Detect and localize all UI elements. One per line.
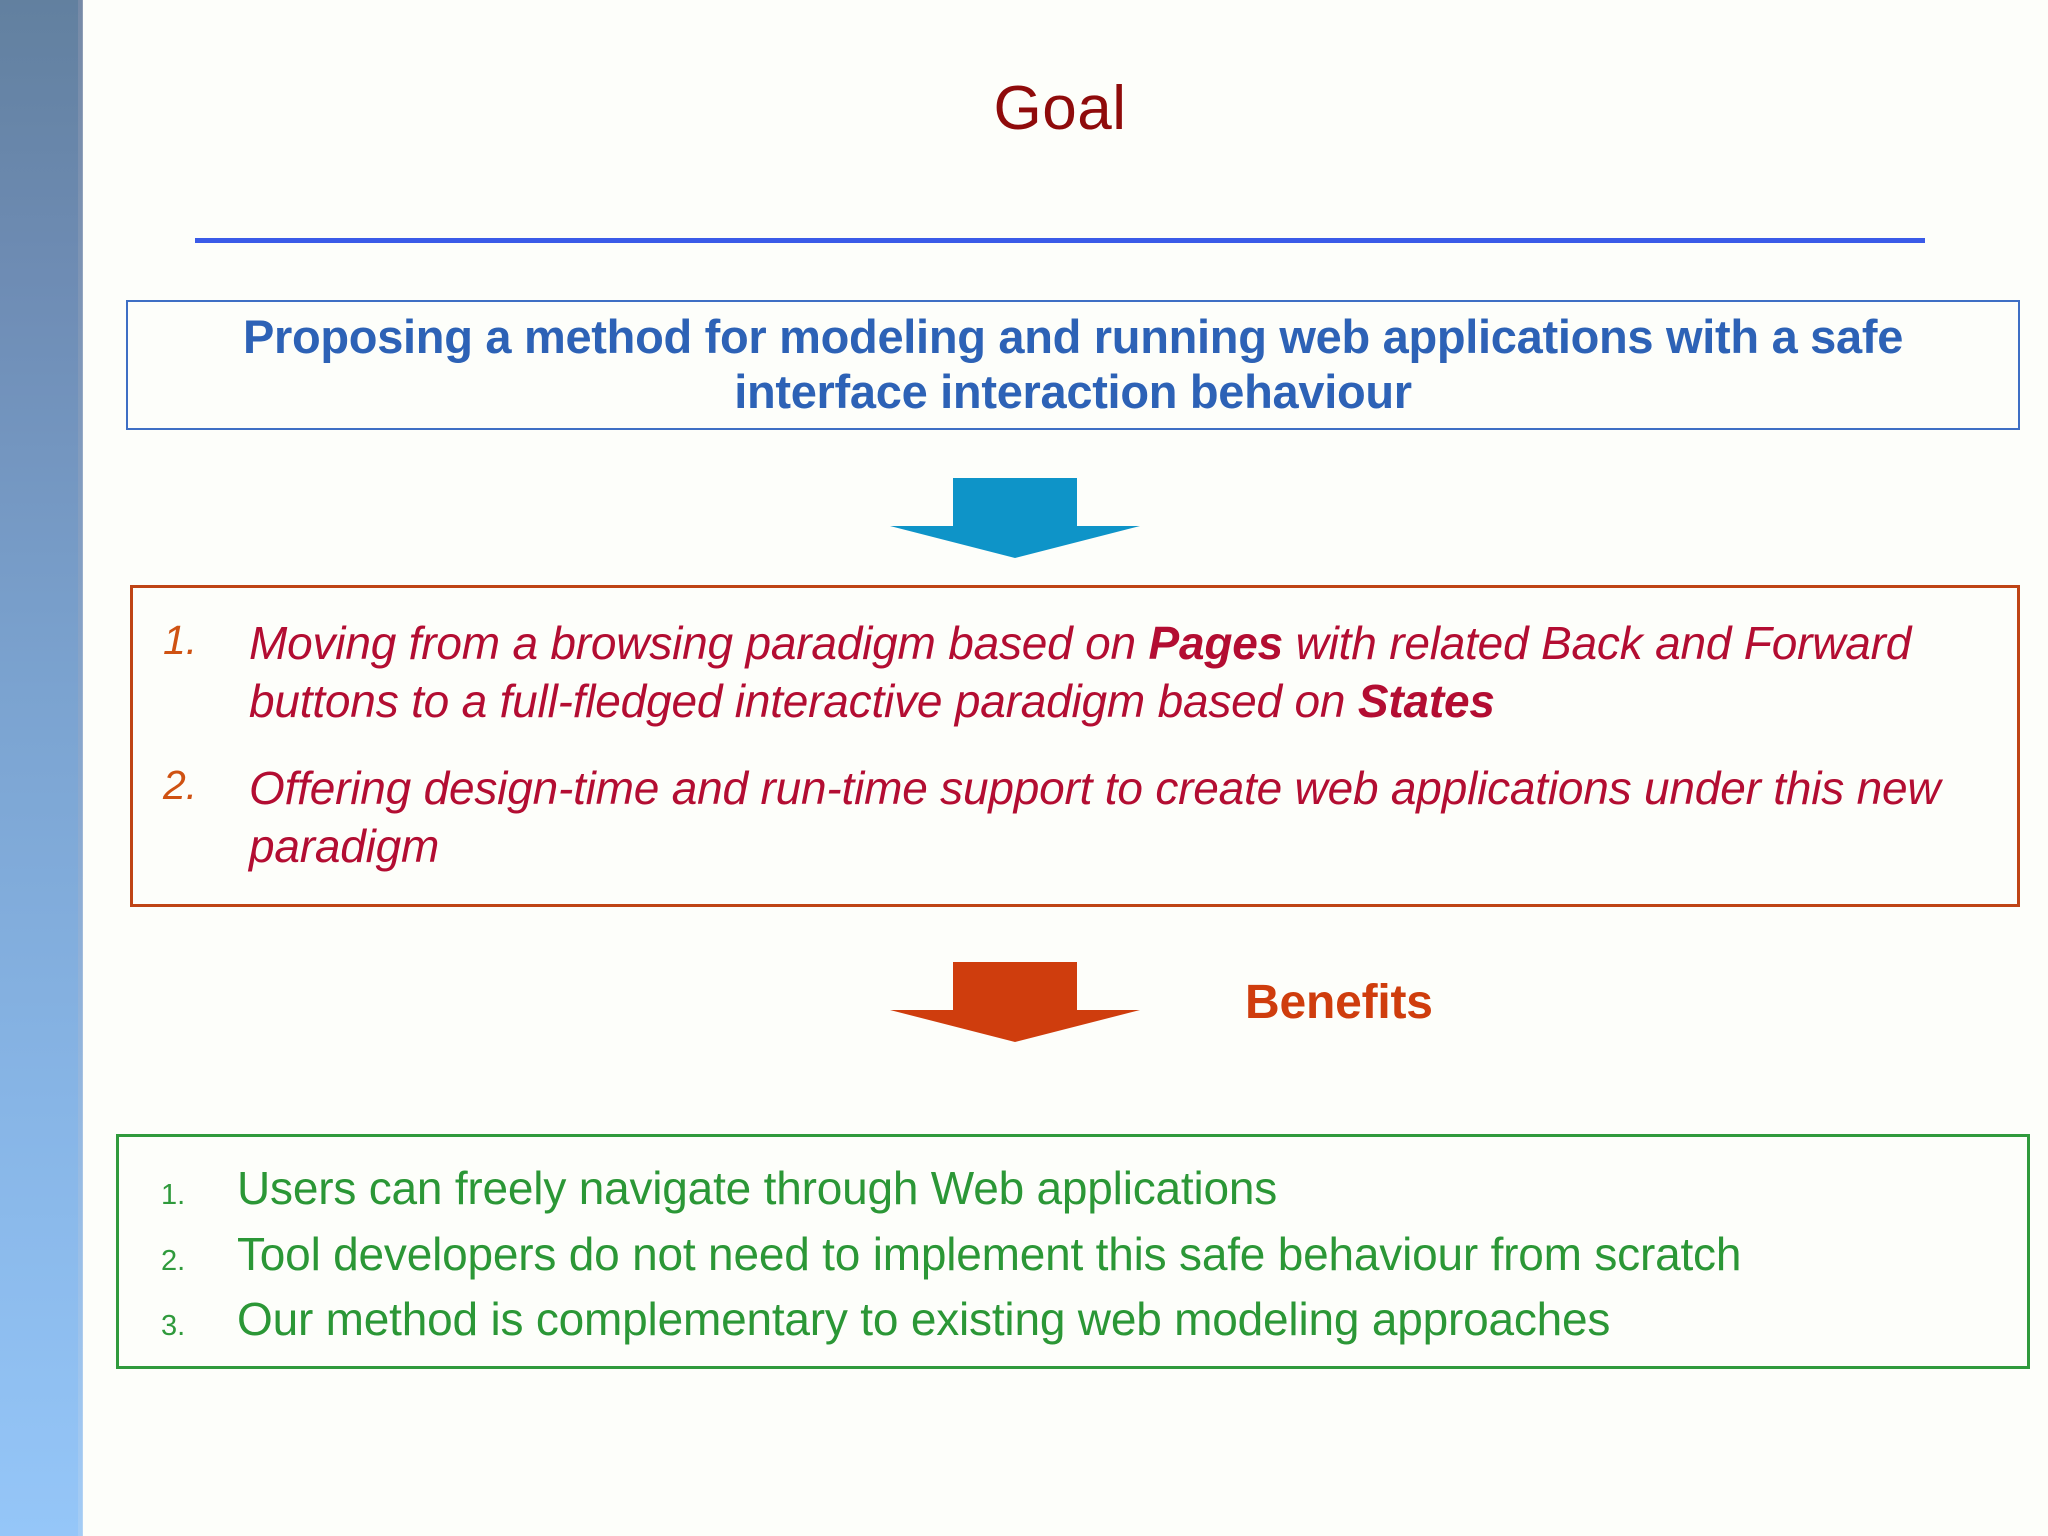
goal-statement-text: Proposing a method for modeling and runn…: [128, 310, 2018, 420]
slide-title: Goal: [993, 74, 1127, 143]
benefits-list-box: 1. Users can freely navigate through Web…: [116, 1134, 2030, 1369]
down-arrow-icon-cyan: [890, 478, 1140, 558]
sidebar-edge-accent: [78, 0, 83, 1536]
list-item: 1. Moving from a browsing paradigm based…: [157, 614, 1987, 731]
benefit-item-text: Tool developers do not need to implement…: [237, 1227, 1742, 1280]
benefit-item-text: Users can freely navigate through Web ap…: [237, 1162, 1278, 1214]
list-item: 1. Users can freely navigate through Web…: [139, 1162, 2003, 1215]
approach-item-number: 1.: [163, 617, 198, 663]
benefits-label: Benefits: [1245, 976, 1433, 1029]
goal-statement-line-2: with a safe interface interaction behavi…: [734, 310, 1904, 418]
benefit-item-number: 2.: [161, 1244, 186, 1277]
list-item: 2. Offering design-time and run-time sup…: [157, 759, 1987, 876]
benefit-item-text: Our method is complementary to existing …: [237, 1293, 1611, 1346]
approach-item-text: Moving from a browsing paradigm based on…: [249, 617, 1912, 728]
sidebar-gradient-bar: [0, 0, 82, 1536]
list-item: 2. Tool developers do not need to implem…: [139, 1227, 2003, 1281]
list-item: 3. Our method is complementary to existi…: [139, 1294, 2003, 1346]
goal-statement-box: Proposing a method for modeling and runn…: [126, 300, 2020, 430]
benefit-item-number: 3.: [161, 1310, 186, 1343]
goal-statement-line-1: Proposing a method for modeling and runn…: [242, 310, 1654, 364]
benefit-item-number: 1.: [161, 1179, 186, 1211]
approach-item-text: Offering design-time and run-time suppor…: [249, 761, 1941, 873]
title-underline-rule: [195, 238, 1925, 243]
approach-item-number: 2.: [163, 761, 198, 808]
approach-list-box: 1. Moving from a browsing paradigm based…: [130, 585, 2020, 907]
down-arrow-icon-red: [890, 962, 1140, 1042]
